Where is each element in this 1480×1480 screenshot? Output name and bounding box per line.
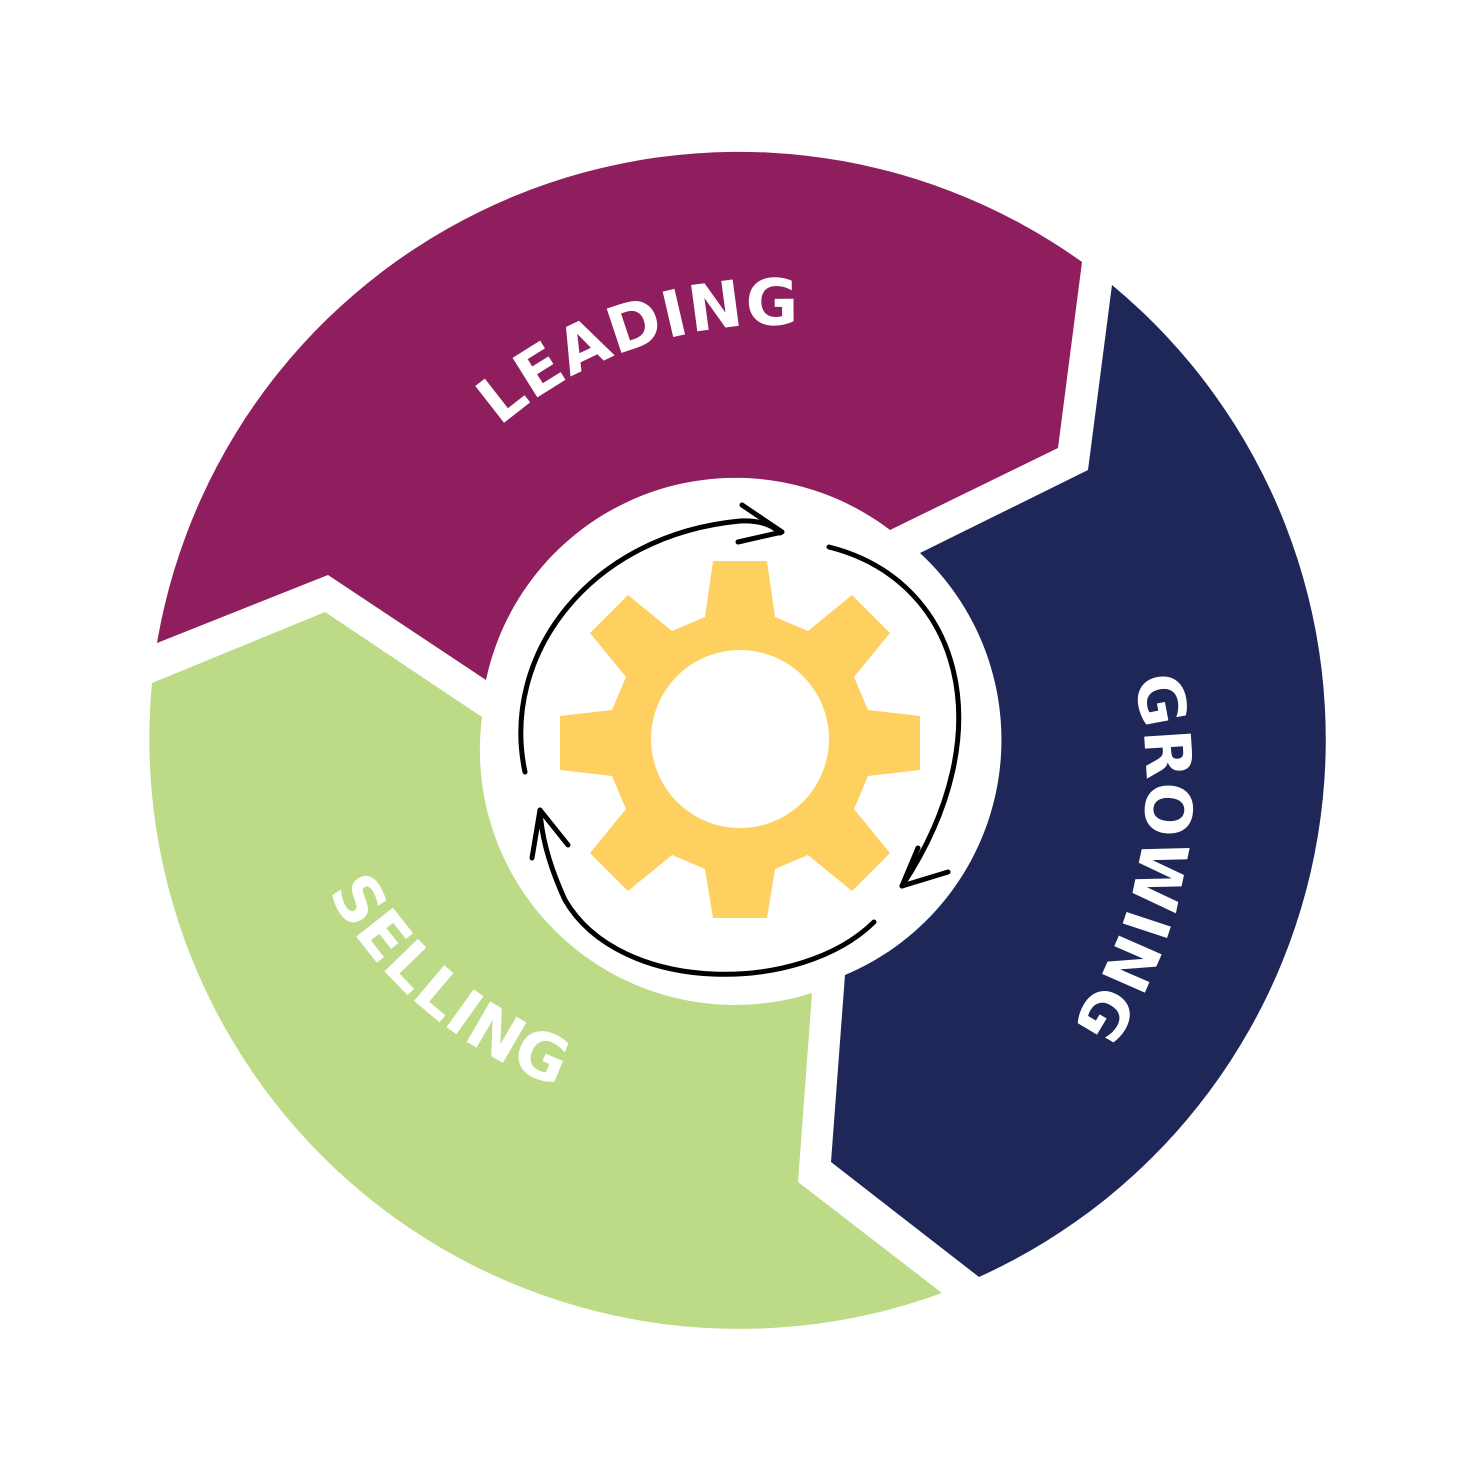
cycle-arrow-bottom: [537, 807, 877, 977]
segment-leading: [157, 151, 1082, 680]
cycle-arrow-top: [518, 518, 783, 775]
segment-selling: [149, 612, 943, 1329]
cycle-arrow-top-head: [735, 502, 785, 545]
gear-icon: [560, 561, 920, 918]
segment-growing: [831, 285, 1326, 1277]
circular-arrows-icon: [518, 502, 962, 977]
cycle-arrow-right-head: [899, 845, 951, 889]
cycle-arrow-right: [826, 544, 962, 889]
cycle-arrow-bottom-head: [529, 807, 571, 861]
